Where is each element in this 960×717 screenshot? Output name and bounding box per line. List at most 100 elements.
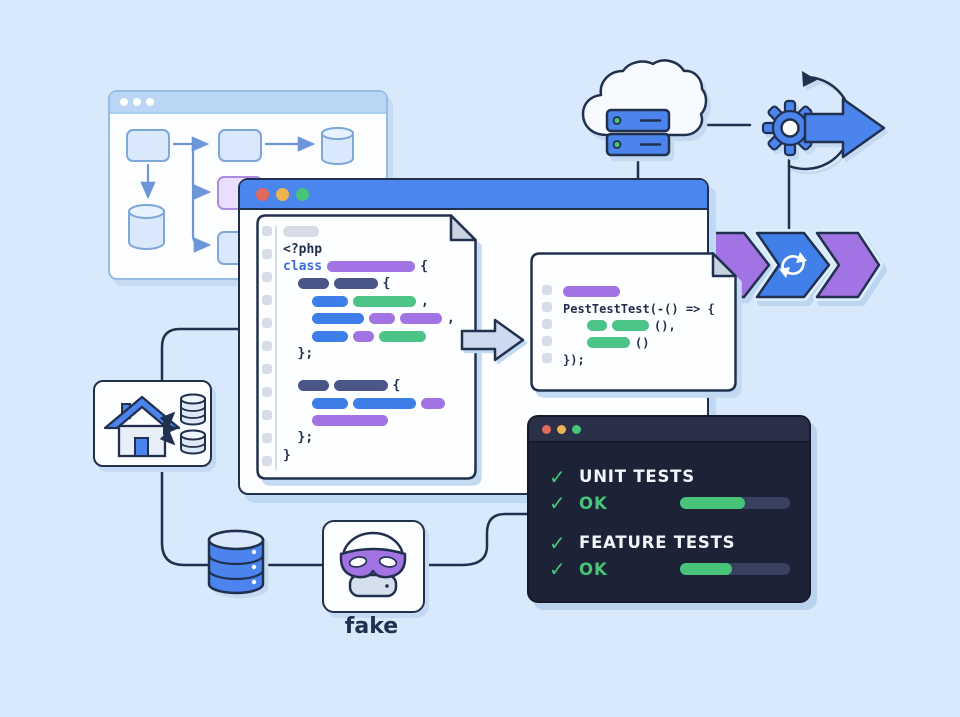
flow-database-icon	[321, 127, 354, 165]
flowchart-window-titlebar	[110, 92, 386, 114]
cycle-arrowhead	[802, 71, 817, 87]
check-icon: ✓	[549, 530, 566, 555]
code-line: PestTestTest(-() => {	[563, 300, 731, 317]
check-icon: ✓	[549, 557, 566, 581]
code-text: };	[297, 430, 314, 446]
code-token-pill	[587, 337, 630, 348]
test-suite-label: FEATURE TESTS	[579, 533, 736, 552]
gutter-square	[262, 341, 272, 351]
test-status-row: ✓OK	[549, 490, 791, 516]
gutter-square	[542, 353, 552, 363]
transform-arrow-icon	[460, 318, 525, 362]
code-line: ()	[587, 334, 731, 351]
window-control-dot[interactable]	[256, 187, 269, 201]
code-editor-content: PestTestTest(-() => { (), ()});	[530, 252, 731, 368]
gutter-square	[262, 318, 272, 328]
build-step-group	[761, 71, 886, 171]
house-icon	[103, 395, 181, 458]
house-to-database-icon	[103, 393, 206, 458]
code-line: {	[297, 377, 472, 394]
fake-caption: fake	[344, 614, 399, 639]
server-led	[612, 140, 622, 149]
window-control-dot[interactable]	[572, 424, 581, 434]
database-icon	[207, 529, 265, 595]
code-token-pill	[312, 330, 348, 342]
code-text: });	[563, 352, 585, 367]
code-text: (),	[654, 318, 676, 333]
flow-branch-line	[191, 142, 212, 253]
window-control-dot[interactable]	[133, 98, 141, 106]
gutter-square	[262, 364, 272, 374]
record-stack-icon	[180, 393, 206, 426]
code-text: ()	[635, 335, 650, 350]
code-token-pill	[353, 330, 374, 342]
code-token-pill	[297, 278, 329, 290]
code-token-pill	[312, 415, 388, 427]
faker-box	[322, 520, 425, 613]
line-number-gutter	[256, 214, 477, 480]
code-line	[283, 362, 471, 377]
pipeline-chevrons	[695, 229, 883, 301]
code-token-pill	[283, 226, 319, 238]
browser-window-titlebar	[240, 180, 707, 210]
check-icon: ✓	[549, 491, 566, 515]
code-line: class{	[283, 258, 471, 275]
code-line: (),	[587, 317, 731, 334]
server-icon	[605, 108, 671, 157]
flow-box	[126, 129, 170, 162]
progress-fill	[680, 497, 745, 509]
code-line: };	[298, 345, 472, 362]
test-results: ✓UNIT TESTS✓OK✓FEATURE TESTS✓OK	[529, 443, 809, 582]
gutter-square	[262, 456, 272, 466]
progress-bar	[680, 497, 790, 509]
code-token-pill	[327, 260, 416, 272]
window-control-dot[interactable]	[542, 424, 551, 434]
test-ok-label: OK	[579, 559, 608, 579]
code-token-pill	[333, 278, 378, 290]
code-line: <?php	[283, 240, 471, 257]
code-text: PestTestTest(-() => {	[563, 301, 715, 316]
window-control-dot[interactable]	[120, 98, 128, 106]
window-control-dot[interactable]	[296, 187, 309, 201]
gutter-square	[262, 272, 272, 282]
gutter-square	[262, 295, 272, 305]
code-token-pill	[353, 295, 416, 307]
window-control-dot[interactable]	[146, 98, 154, 106]
mask-face	[339, 547, 407, 579]
test-suite-label: UNIT TESTS	[579, 467, 695, 486]
seed-arrow	[159, 411, 176, 428]
gutter-square	[262, 387, 272, 397]
mask-icon	[339, 531, 407, 598]
code-line	[283, 223, 471, 240]
code-token-pill	[379, 330, 426, 342]
code-line: };	[298, 429, 472, 446]
code-token-pill	[333, 380, 388, 392]
window-control-dot[interactable]	[276, 187, 289, 201]
line-number-gutter	[530, 252, 737, 392]
code-line	[312, 395, 471, 412]
terminal-window: ✓UNIT TESTS✓OK✓FEATURE TESTS✓OK	[527, 415, 811, 603]
code-line	[563, 283, 731, 300]
code-token-pill	[312, 313, 364, 325]
chevron-right	[815, 231, 881, 299]
code-text: };	[297, 345, 314, 361]
check-icon: ✓	[549, 464, 566, 489]
code-line: ,	[312, 293, 471, 310]
gutter-square	[542, 302, 552, 312]
window-control-dot[interactable]	[557, 424, 566, 434]
house-door	[134, 437, 149, 457]
gutter-square	[262, 249, 272, 259]
chevron-middle	[755, 231, 831, 299]
code-token-pill	[312, 397, 348, 409]
code-line	[312, 412, 471, 429]
gutter-divider	[275, 226, 277, 470]
code-line: }	[283, 447, 471, 464]
flow-database-icon	[128, 204, 165, 250]
gutter-square	[262, 433, 272, 443]
mask-chin	[348, 573, 398, 598]
gutter-square	[262, 410, 272, 420]
seed-arrow	[159, 429, 176, 446]
code-line	[312, 327, 471, 344]
code-text: {	[382, 276, 391, 292]
